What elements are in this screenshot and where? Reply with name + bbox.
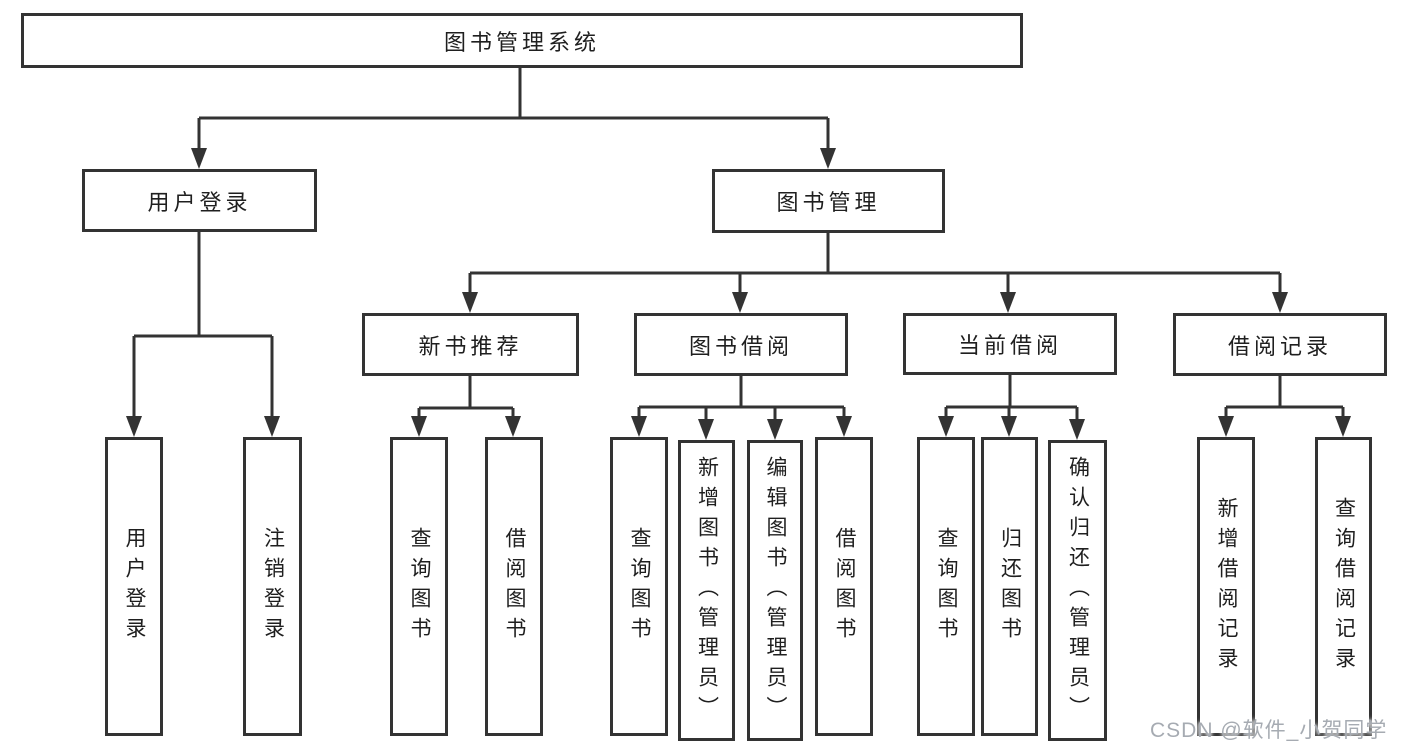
leaf-query-books-current: 查询图书 xyxy=(917,437,975,736)
watermark: CSDN @软件_小贺同学 xyxy=(1150,719,1388,742)
node-new-book-recommend: 新书推荐 xyxy=(362,313,579,376)
leaf-add-books-admin: 新增图书（管理员） xyxy=(678,440,735,741)
connector-paths xyxy=(132,68,1345,421)
leaf-return-books: 归还图书 xyxy=(981,437,1038,736)
node-borrowing-records: 借阅记录 xyxy=(1173,313,1387,376)
node-current-borrowing: 当前借阅 xyxy=(903,313,1117,375)
leaf-borrow-books-recommend: 借阅图书 xyxy=(485,437,543,736)
leaf-query-books-borrowing: 查询图书 xyxy=(610,437,668,736)
leaf-query-books-recommend: 查询图书 xyxy=(390,437,448,736)
leaf-user-login: 用户登录 xyxy=(105,437,163,736)
leaf-query-borrow-record: 查询借阅记录 xyxy=(1315,437,1372,736)
leaf-borrow-books-borrowing: 借阅图书 xyxy=(815,437,873,736)
leaf-logout-login: 注销登录 xyxy=(243,437,302,736)
arrowhead-icons xyxy=(126,148,1351,440)
node-book-borrowing: 图书借阅 xyxy=(634,313,848,376)
leaf-edit-books-admin: 编辑图书（管理员） xyxy=(747,440,803,741)
node-user-login: 用户登录 xyxy=(82,169,317,232)
node-book-management: 图书管理 xyxy=(712,169,945,233)
node-library-management-system: 图书管理系统 xyxy=(21,13,1023,68)
leaf-add-borrow-record: 新增借阅记录 xyxy=(1197,437,1255,736)
leaf-confirm-return-admin: 确认归还（管理员） xyxy=(1048,440,1107,741)
